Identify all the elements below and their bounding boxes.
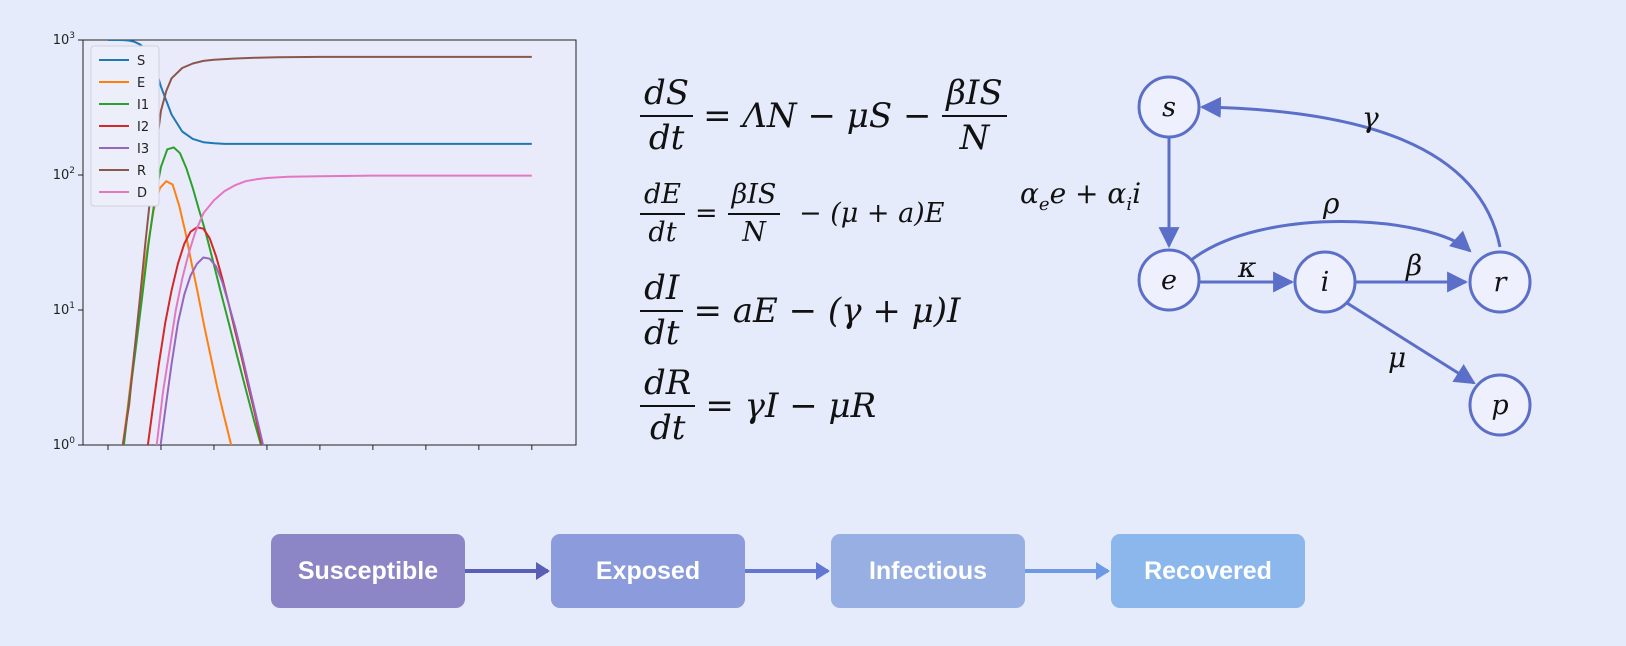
fraction-dS-dt: dS dt [640,74,694,159]
denominator: N [742,216,766,248]
edge-r-to-s [1199,96,1502,248]
equation-dR: dR dt = γI − μR [640,364,877,449]
equation-dS: dS dt = ΛN − μS − βIS N [640,74,1017,159]
equation-rhs: = γI − μR [705,386,877,427]
legend-label-i2: I2 [137,120,149,135]
edge-label-beta: β [1405,249,1422,282]
edge-i-to-p [1346,301,1476,385]
y-tick-label: 102 [53,166,75,183]
flow-step-label: Recovered [1144,556,1272,585]
flow-step-label: Infectious [868,556,988,585]
flow-arrow-1 [465,562,550,580]
node-r: r [1468,250,1532,314]
edge-label-kappa: κ [1237,251,1256,284]
edge-label-mu: μ [1388,341,1406,374]
node-p-label: p [1491,390,1508,421]
compartment-network: s e i r p αee + αii γ ρ κ β μ [1010,55,1610,465]
node-p: p [1468,373,1532,437]
series-line-s [108,40,532,145]
edge-e-to-r [1189,220,1472,263]
legend-label-e: E [137,76,145,91]
flow-step-infectious: Infectious [831,534,1025,608]
series-line-r [121,55,532,445]
node-s: s [1137,75,1201,139]
flow-arrow-2 [745,562,830,580]
denominator: dt [648,216,677,248]
node-s-label: s [1162,92,1176,123]
edge-label-rho: ρ [1322,187,1340,220]
node-i-label: i [1321,267,1330,298]
denominator: dt [649,408,686,449]
node-r-label: r [1494,267,1509,298]
flow-step-label: Exposed [595,556,701,585]
network-svg: s e i r p αee + αii γ ρ κ β μ [1020,75,1532,437]
flow-step-label: Susceptible [297,556,439,585]
denominator: dt [644,313,680,354]
node-e-label: e [1161,265,1177,296]
denominator: dt [648,118,685,159]
series-line-d [155,174,532,445]
legend-label-i3: I3 [137,142,149,157]
y-tick-label: 101 [53,301,75,318]
edge-label-gamma: γ [1362,101,1379,134]
fraction-beta-IS-N: βIS N [942,74,1007,159]
legend-label-i1: I1 [137,98,149,113]
flow-arrow-3 [1025,562,1110,580]
node-e: e [1137,248,1201,312]
y-tick-label: 103 [53,31,75,48]
seir-equations: dS dt = ΛN − μS − βIS N dE dt = βIS N − … [640,60,1060,460]
numerator: βIS [727,180,781,215]
legend-label-d: D [137,186,147,201]
flow-step-recovered: Recovered [1111,534,1305,608]
series-line-i3 [159,256,265,445]
flow-step-susceptible: Susceptible [271,534,465,608]
numerator: dS [640,74,694,118]
equals-sign: = [695,198,718,230]
numerator: dE [640,180,685,215]
edge-label-s-to-e: αee + αii [1020,177,1141,215]
fraction-dR-dt: dR dt [640,364,696,449]
equation-dE: dE dt = βIS N − (μ + a)E [640,180,944,247]
denominator: N [959,118,990,159]
fraction-beta-IS-N: βIS N [727,180,781,248]
equation-rhs: = ΛN − μS − [703,96,943,137]
numerator: dI [640,269,684,313]
y-tick-label: 100 [53,436,76,453]
seir-flow: Susceptible Exposed Infectious Recovered [0,500,1626,620]
numerator: dR [640,364,696,408]
equation-dI: dI dt = aE − (γ + μ)I [640,269,961,354]
node-i: i [1293,250,1357,314]
fraction-dI-dt: dI dt [640,269,684,354]
equation-rhs: − (μ + a)E [790,198,945,230]
series-line-i1 [122,146,262,445]
fraction-dE-dt: dE dt [640,180,685,247]
legend-label-s: S [137,54,145,69]
numerator: βIS [942,74,1007,118]
legend-label-r: R [137,164,146,179]
equation-rhs: = aE − (γ + μ)I [693,291,961,332]
flow-step-exposed: Exposed [551,534,745,608]
